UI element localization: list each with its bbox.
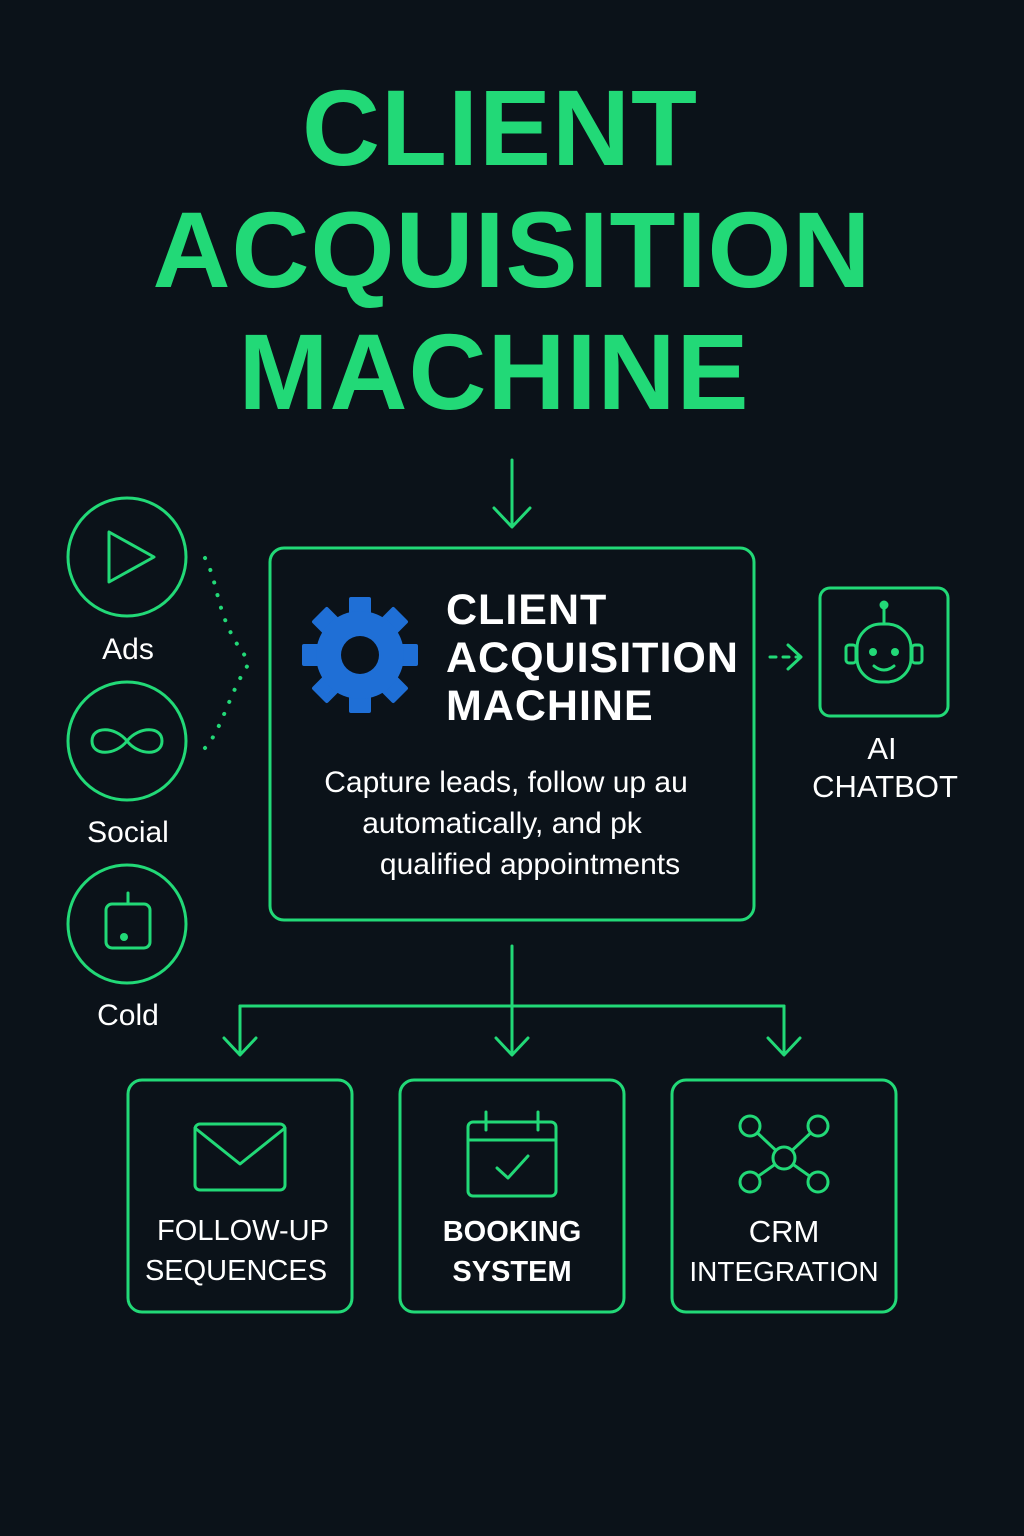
page-title-line-2: ACQUISITION xyxy=(152,189,872,310)
central-description-line: Capture leads, follow up au xyxy=(324,766,688,799)
central-title-line: MACHINE xyxy=(446,682,654,730)
central-title-line: CLIENT xyxy=(446,586,608,634)
central-description-line: qualified appointments xyxy=(379,848,681,881)
crm-box xyxy=(670,1078,898,1314)
followup-label-line: SEQUENCES xyxy=(144,1255,328,1287)
followup-label: FOLLOW-UP SEQUENCES xyxy=(128,1211,352,1291)
chatbot-box xyxy=(818,586,950,718)
followup-box xyxy=(126,1078,354,1314)
chatbot-label: AI CHATBOT xyxy=(800,730,970,806)
booking-label-line: BOOKING xyxy=(442,1216,582,1248)
crm-label: CRM INTEGRATION xyxy=(672,1212,896,1292)
source-label-social: Social xyxy=(87,816,169,849)
central-title-line: ACQUISITION xyxy=(446,634,739,682)
source-label-cold: Cold xyxy=(97,999,159,1032)
page-title-line-1: CLIENT xyxy=(302,67,698,188)
central-description-line: automatically, and pk xyxy=(362,807,642,840)
crm-label-line: CRM xyxy=(748,1214,820,1249)
title-to-machine-arrowhead xyxy=(492,506,532,529)
central-description: Capture leads, follow up au automaticall… xyxy=(272,762,752,885)
social-circle xyxy=(66,680,188,802)
crm-arrowhead xyxy=(766,1036,802,1057)
social-connector xyxy=(203,660,252,750)
chatbot-label-line: CHATBOT xyxy=(812,769,958,804)
crm-label-line: INTEGRATION xyxy=(689,1256,879,1287)
booking-arrowhead xyxy=(494,1036,530,1057)
followup-arrowhead xyxy=(222,1036,258,1057)
source-label-ads: Ads xyxy=(102,633,154,666)
network-icon xyxy=(738,1114,830,1194)
robot-icon xyxy=(844,600,924,684)
infinity-icon xyxy=(90,728,164,754)
play-icon xyxy=(107,530,156,584)
phone-icon xyxy=(104,891,152,950)
ads-connector xyxy=(203,556,252,664)
cold-circle xyxy=(66,863,188,985)
booking-box xyxy=(398,1078,626,1314)
booking-label: BOOKING SYSTEM xyxy=(400,1212,624,1292)
calendar-check-icon xyxy=(466,1110,558,1198)
machine-to-chatbot-arrowhead xyxy=(786,643,803,671)
ads-circle xyxy=(66,496,188,618)
central-title: CLIENT ACQUISITION MACHINE xyxy=(446,586,739,730)
central-machine-box xyxy=(268,546,756,922)
page-title-line-3: MACHINE xyxy=(238,311,750,432)
followup-label-line: FOLLOW-UP xyxy=(157,1215,329,1247)
gear-icon xyxy=(302,597,418,713)
envelope-icon xyxy=(193,1122,287,1192)
booking-label-line: SYSTEM xyxy=(452,1256,572,1288)
chatbot-label-line: AI xyxy=(867,731,897,766)
